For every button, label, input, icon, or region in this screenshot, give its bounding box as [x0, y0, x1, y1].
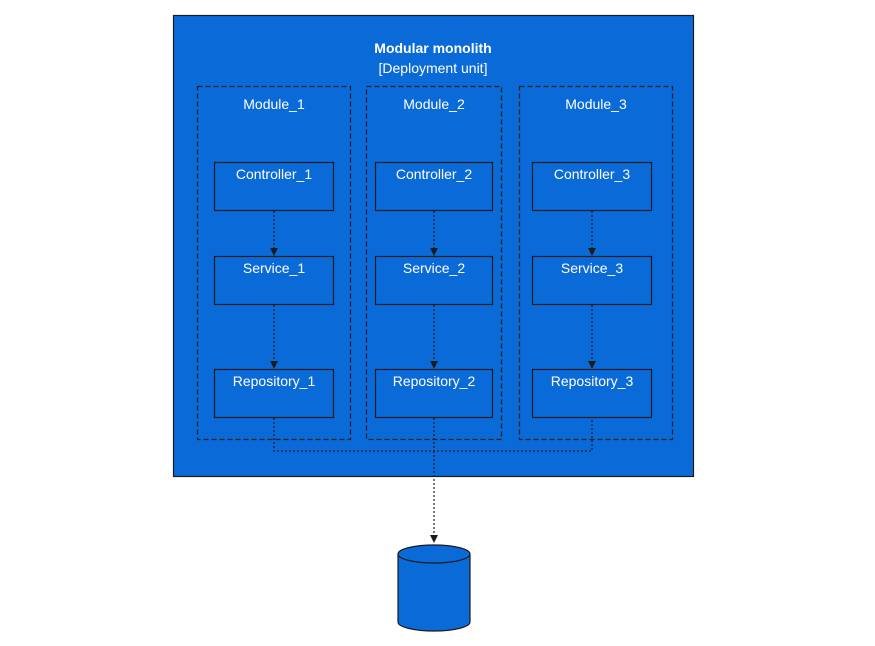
controller-1-box[interactable]	[213, 161, 335, 212]
controller-3-box[interactable]	[531, 161, 653, 212]
repository-3-label: Repository_3	[551, 373, 634, 389]
service-1-box[interactable]	[213, 255, 335, 306]
repository-1-label: Repository_1	[233, 373, 316, 389]
service-3-box[interactable]	[531, 255, 653, 306]
service-3-label: Service_3	[561, 260, 623, 276]
container-title: Modular monolith	[374, 40, 491, 56]
controller-2-box[interactable]	[374, 161, 494, 212]
repository-3-box[interactable]	[531, 368, 653, 419]
controller-2-label: Controller_2	[396, 166, 472, 182]
service-2-label: Service_2	[403, 260, 465, 276]
service-2-box[interactable]	[374, 255, 494, 306]
container-subtitle: [Deployment unit]	[379, 60, 488, 76]
repository-1-box[interactable]	[213, 368, 335, 419]
database-top	[397, 544, 471, 564]
connector-repositories-to-database	[273, 418, 593, 452]
module-1-boundary	[196, 85, 352, 441]
database-icon[interactable]	[397, 544, 471, 632]
module-2: Module_2 Controller_2 Service_2 Reposito…	[365, 85, 503, 441]
database-body	[397, 554, 471, 632]
repository-2-box[interactable]	[374, 368, 494, 419]
module-1-label: Module_1	[243, 96, 305, 112]
module-3-boundary	[518, 85, 674, 441]
controller-1-label: Controller_1	[236, 166, 312, 182]
controller-3-label: Controller_3	[554, 166, 630, 182]
module-3-label: Module_3	[565, 96, 627, 112]
module-1: Module_1 Controller_1 Service_1 Reposito…	[196, 85, 352, 441]
service-1-label: Service_1	[243, 260, 305, 276]
repository-2-label: Repository_2	[393, 373, 476, 389]
module-2-label: Module_2	[403, 96, 465, 112]
module-3: Module_3 Controller_3 Service_3 Reposito…	[518, 85, 674, 441]
